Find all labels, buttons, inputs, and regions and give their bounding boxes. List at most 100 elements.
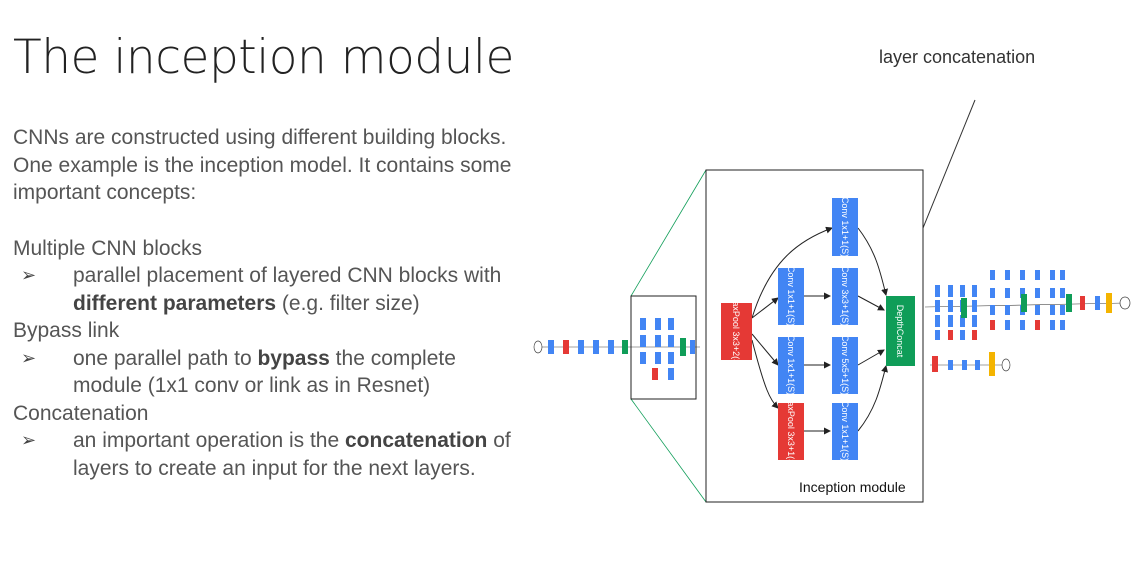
layer-block [690, 340, 695, 354]
maxpool-3x3-block: MaxPool 3x3+1(S) [778, 394, 804, 468]
layer-block [640, 352, 646, 364]
layer-block [960, 285, 965, 297]
layer-block [990, 270, 995, 280]
input-node [533, 340, 543, 354]
layer-concatenation-annotation: layer concatenation [879, 47, 1036, 67]
layer-block [948, 360, 953, 370]
bullet-item: ➢ parallel placement of layered CNN block… [13, 262, 513, 317]
layer-block [668, 368, 674, 380]
svg-text:Conv 3x3+1(S): Conv 3x3+1(S) [840, 266, 850, 326]
bullet-text: an important operation is the [73, 429, 345, 452]
layer-block [948, 330, 953, 340]
body-text: CNNs are constructed using different bui… [13, 124, 513, 482]
bullet-text: the complete module (1x1 conv or link as… [73, 346, 456, 398]
svg-text:Conv 1x1+1(S): Conv 1x1+1(S) [786, 335, 796, 395]
layer-block [961, 298, 967, 318]
slide-title: The inception module [13, 30, 514, 85]
bullet-text: parallel placement of layered CNN blocks… [73, 264, 502, 287]
layer-block [1035, 288, 1040, 298]
maxpool-input-block: MaxPool 3x3+2(S) [721, 294, 752, 368]
conv-3x3-block: Conv 3x3+1(S) [832, 266, 858, 326]
section-head: Multiple CNN blocks [13, 236, 203, 260]
layer-block [935, 285, 940, 297]
layer-block [593, 340, 599, 354]
layer-block [608, 340, 614, 354]
zoom-line-bottom [630, 398, 707, 503]
layer-block [1005, 320, 1010, 330]
layer-block [1095, 296, 1100, 310]
layer-block [932, 356, 938, 372]
layer-block [1060, 320, 1065, 330]
svg-text:Conv 1x1+1(S): Conv 1x1+1(S) [786, 266, 796, 326]
layer-block [1050, 305, 1055, 315]
section-head: Concatenation [13, 401, 149, 425]
layer-block [990, 320, 995, 330]
softmax-block [989, 352, 995, 376]
conv-1x1-top-block: Conv 1x1+1(S) [832, 197, 858, 257]
layer-block [962, 360, 967, 370]
softmax-block [1106, 293, 1112, 313]
layer-block [1021, 294, 1027, 312]
conv-1x1-b-block: Conv 1x1+1(S) [778, 335, 804, 395]
svg-text:Conv 1x1+1(S): Conv 1x1+1(S) [840, 401, 850, 461]
layer-block [990, 288, 995, 298]
bullet-arrow-icon: ➢ [21, 347, 37, 368]
svg-text:MaxPool 3x3+2(S): MaxPool 3x3+2(S) [731, 294, 741, 368]
aux-output-node [1001, 358, 1011, 372]
layer-block [668, 335, 674, 347]
layer-block [972, 315, 977, 327]
network-thumbnail-right [924, 270, 1131, 376]
module-edges [751, 226, 889, 435]
layer-block [972, 330, 977, 340]
layer-block [1005, 305, 1010, 315]
layer-block [655, 318, 661, 330]
layer-block [668, 318, 674, 330]
layer-block [935, 300, 940, 312]
bullet-item: ➢an important operation is the concatena… [13, 427, 513, 482]
layer-block [1035, 320, 1040, 330]
intro-paragraph: CNNs are constructed using different bui… [13, 126, 512, 204]
conv-5x5-block: Conv 5x5+1(S) [832, 335, 858, 395]
layer-block [1050, 288, 1055, 298]
bullet-item: ➢ one parallel path to bypass the complet… [13, 345, 513, 400]
layer-block [1020, 270, 1025, 280]
layer-block [640, 335, 646, 347]
layer-block [935, 330, 940, 340]
layer-block [1020, 320, 1025, 330]
layer-block [972, 285, 977, 297]
bullet-emphasis: different parameters [73, 291, 277, 315]
layer-block [1035, 305, 1040, 315]
layer-block [1066, 294, 1072, 312]
layer-block [1060, 305, 1065, 315]
layer-block [975, 360, 980, 370]
layer-block [668, 352, 674, 364]
svg-text:MaxPool 3x3+1(S): MaxPool 3x3+1(S) [786, 394, 796, 468]
concept-list: Multiple CNN blocks ➢ parallel placement o… [13, 235, 513, 483]
layer-block [1005, 270, 1010, 280]
section-head: Bypass link [13, 319, 120, 342]
bullet-arrow-icon: ➢ [21, 265, 37, 285]
layer-block [960, 330, 965, 340]
bullet-text: one parallel path to [73, 346, 258, 370]
bullet-emphasis: bypass [257, 346, 330, 370]
layer-block [948, 285, 953, 297]
layer-block [948, 300, 953, 312]
svg-text:Conv 5x5+1(S): Conv 5x5+1(S) [840, 335, 850, 395]
layer-block [948, 315, 953, 327]
inception-module-caption: Inception module [799, 479, 906, 495]
module-highlight-box [630, 295, 697, 400]
output-node [1119, 296, 1131, 310]
layer-block [972, 300, 977, 312]
layer-block [1060, 270, 1065, 280]
layer-block [935, 315, 940, 327]
bullet-arrow-icon: ➢ [21, 430, 37, 450]
layer-block [578, 340, 584, 354]
layer-block [960, 315, 965, 327]
layer-block [563, 340, 569, 354]
layer-block [1005, 288, 1010, 298]
conv-1x1-c-block: Conv 1x1+1(S) [832, 401, 858, 461]
layer-block [990, 305, 995, 315]
svg-text:DepthConcat: DepthConcat [895, 305, 905, 358]
inception-diagram: MaxPool 3x3+2(S) Conv 1x1+1(S) Conv 1x1+… [533, 99, 1131, 503]
layer-block [1080, 296, 1085, 310]
